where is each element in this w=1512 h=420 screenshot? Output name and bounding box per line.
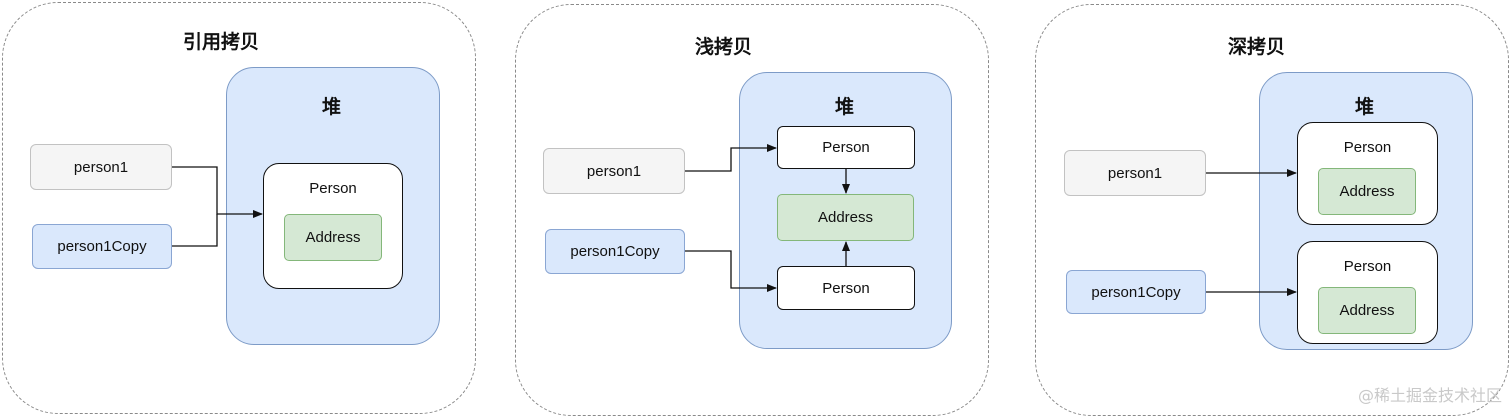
watermark: @稀土掘金技术社区 (1357, 386, 1502, 405)
arrow-person1copy-to-person-copy (685, 250, 777, 292)
shared-address-object: Address (777, 194, 914, 241)
shallow-copy-title: 浅拷贝 (695, 36, 753, 58)
person1copy-label: person1Copy (570, 243, 660, 260)
arrow-person1-to-person (685, 144, 777, 172)
person1-variable: person1 (1064, 150, 1206, 196)
arrow-person1copy-to-person (172, 214, 218, 247)
heap-title: 堆 (322, 96, 342, 118)
heap-region (226, 67, 440, 345)
person1copy-variable: person1Copy (1066, 270, 1206, 314)
person1-label: person1 (586, 162, 642, 180)
address-object-label: Address (817, 209, 874, 226)
person1copy-label: person1Copy (57, 238, 147, 255)
person1-label: person1 (1107, 164, 1163, 182)
person-object-label: Person (309, 180, 357, 197)
heap-title: 堆 (835, 96, 855, 118)
person1-variable: person1 (30, 144, 172, 190)
heap-title: 堆 (1355, 96, 1375, 118)
person-object-label: Person (822, 139, 870, 156)
address-object-label: Address (1339, 183, 1395, 200)
address-object-label: Address (1339, 302, 1395, 319)
person1copy-label: person1Copy (1091, 283, 1181, 301)
arrow-person1-to-person (172, 166, 263, 218)
person1-variable: person1 (543, 148, 685, 194)
person1copy-variable: person1Copy (545, 229, 685, 274)
person-object-label: Person (1343, 258, 1392, 275)
reference-copy-title: 引用拷贝 (183, 31, 260, 53)
deep-copy-title: 深拷贝 (1228, 36, 1286, 58)
person-object-copy: Person (777, 266, 915, 310)
address-object: Address (284, 214, 382, 261)
person-object-label: Person (1343, 139, 1392, 156)
address-object-copy: Address (1318, 287, 1416, 334)
person1copy-variable: person1Copy (32, 224, 172, 269)
person-object-original: Person (777, 126, 915, 169)
person-object-label: Person (822, 279, 870, 297)
address-object-original: Address (1318, 168, 1416, 215)
person1-label: person1 (73, 158, 129, 176)
address-object-label: Address (305, 229, 361, 246)
